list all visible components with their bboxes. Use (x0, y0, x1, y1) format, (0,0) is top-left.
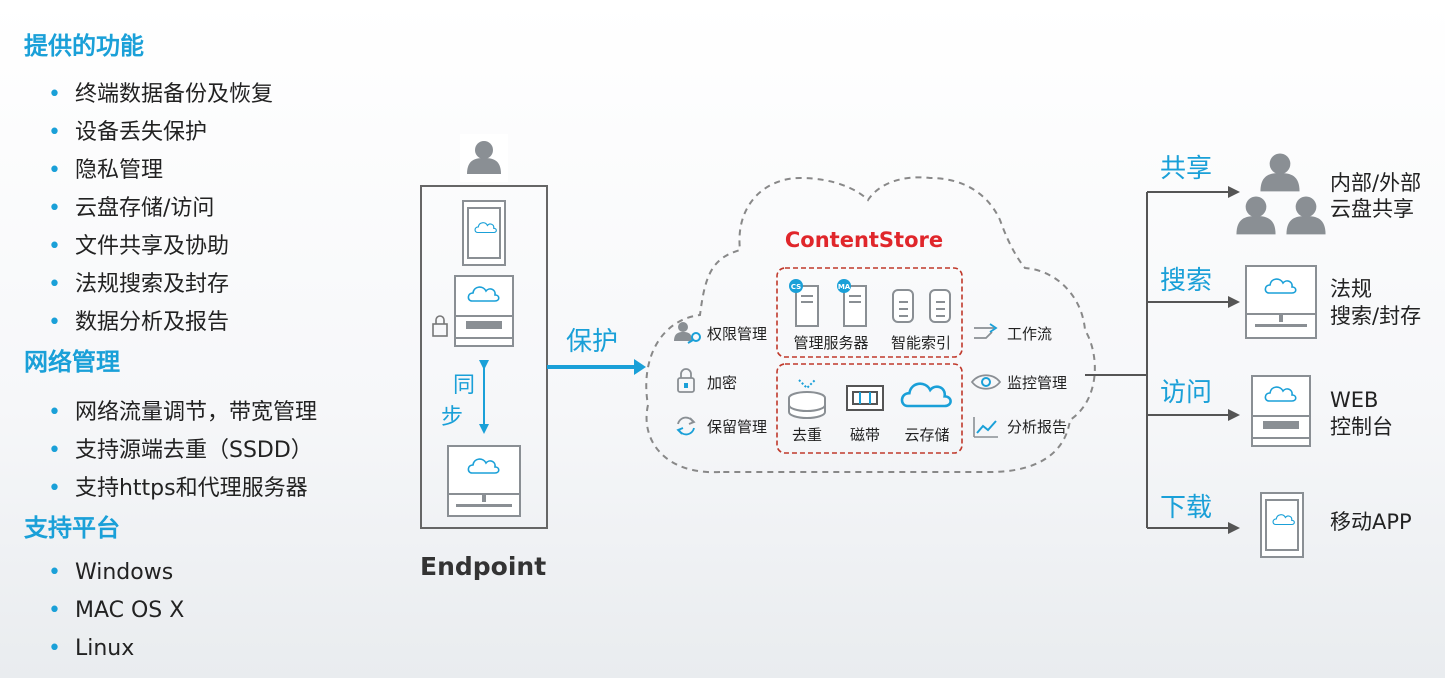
laptop-icon (1251, 375, 1311, 447)
protect-label: 保护 (566, 327, 618, 357)
storage-panel (776, 363, 963, 454)
list-item: •数据分析及报告 (48, 310, 229, 335)
sync-label-2: 步 (441, 405, 463, 430)
list-item: •支持源端去重（SSDD） (48, 438, 313, 463)
cs-server-icon: CS (789, 279, 819, 327)
index-db-icon (892, 289, 914, 323)
list-item: •云盘存储/访问 (48, 196, 215, 221)
chart-icon (973, 417, 998, 438)
list-item: •设备丢失保护 (48, 120, 207, 145)
cloud-right-item: 分析报告 (1007, 418, 1067, 436)
section-title-network: 网络管理 (24, 348, 120, 376)
action-label-search: 搜索 (1160, 266, 1212, 296)
output-text: 云盘共享 (1330, 197, 1414, 221)
output-text: 内部/外部 (1330, 171, 1421, 195)
refresh-icon (676, 416, 696, 436)
list-item: •Linux (48, 636, 135, 661)
index-db-icon (929, 289, 951, 323)
ma-server-icon: MA (837, 279, 867, 327)
action-label-share: 共享 (1160, 154, 1212, 184)
output-text: 移动APP (1330, 510, 1412, 534)
lock-icon (677, 368, 695, 393)
storage-label-tape: 磁带 (850, 426, 880, 444)
list-item: •网络流量调节，带宽管理 (48, 400, 317, 425)
sync-label-1: 同 (453, 373, 475, 398)
list-item: •支持https和代理服务器 (48, 476, 308, 501)
section-title-features: 提供的功能 (24, 32, 144, 60)
output-text: 搜索/封存 (1330, 304, 1421, 328)
users-group-icon (1236, 153, 1326, 235)
list-item: •Windows (48, 560, 174, 585)
storage-label-dedupe: 去重 (792, 426, 822, 444)
endpoint-user-icon (460, 134, 508, 182)
workflow-icon (974, 323, 998, 339)
endpoint-box (420, 185, 548, 529)
list-item: •隐私管理 (48, 158, 163, 183)
output-text: 控制台 (1330, 415, 1393, 439)
server-panel (776, 267, 963, 358)
section-title-platforms: 支持平台 (24, 514, 120, 542)
cloud-left-item: 权限管理 (707, 325, 767, 343)
cloud-outline (645, 176, 1096, 474)
eye-icon (970, 374, 1002, 390)
cloud-left-item: 保留管理 (707, 418, 767, 436)
storage-label-cloud: 云存储 (904, 426, 949, 444)
svg-text:MA: MA (838, 283, 851, 291)
key-person-icon (674, 322, 701, 344)
cloud-left-item: 加密 (707, 374, 737, 392)
dedupe-icon (788, 379, 826, 419)
phone-icon (462, 200, 506, 266)
cloud-right-item: 监控管理 (1007, 374, 1067, 392)
desktop-icon (447, 445, 521, 517)
action-label-access: 访问 (1160, 378, 1212, 408)
cloud-right-item: 工作流 (1007, 325, 1052, 343)
output-text: 法规 (1330, 277, 1372, 301)
protect-arrowhead (634, 359, 646, 375)
list-item: •法规搜索及封存 (48, 272, 229, 297)
cloud-title: ContentStore (785, 228, 943, 252)
laptop-icon (454, 275, 514, 347)
list-item: •文件共享及协助 (48, 234, 229, 259)
list-item: •终端数据备份及恢复 (48, 82, 273, 107)
cloud-storage-icon (900, 382, 952, 408)
output-text: WEB (1330, 388, 1378, 412)
tape-icon (846, 385, 884, 411)
phone-icon (1260, 492, 1304, 558)
svg-text:CS: CS (791, 283, 801, 291)
list-item: •MAC OS X (48, 598, 185, 623)
server-label-mgmt: 管理服务器 (793, 334, 868, 352)
endpoint-label: Endpoint (420, 552, 546, 581)
desktop-icon (1245, 265, 1317, 339)
server-label-index: 智能索引 (891, 334, 951, 352)
action-label-download: 下载 (1160, 493, 1212, 523)
lock-icon (432, 315, 448, 337)
